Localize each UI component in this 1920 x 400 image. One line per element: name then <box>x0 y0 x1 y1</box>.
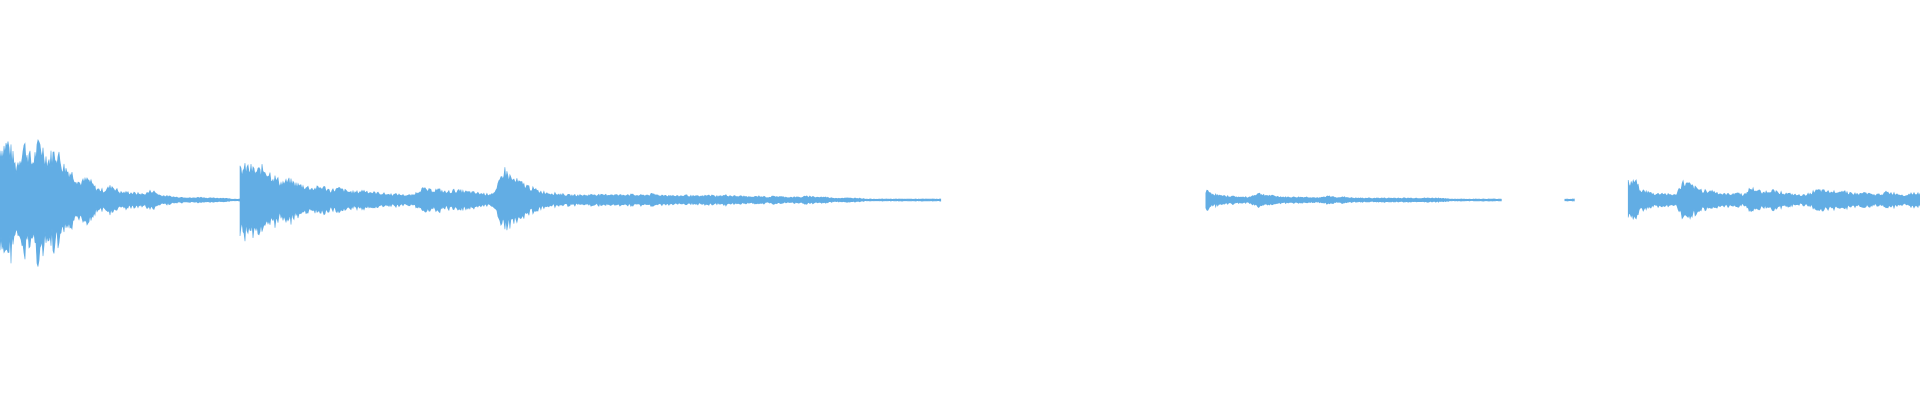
waveform-segment-2 <box>239 163 942 242</box>
waveform-segment-1 <box>0 139 241 267</box>
waveform-segment-4 <box>1564 198 1575 202</box>
waveform-segment-5 <box>1627 178 1920 220</box>
waveform-segment-3 <box>1205 189 1502 211</box>
